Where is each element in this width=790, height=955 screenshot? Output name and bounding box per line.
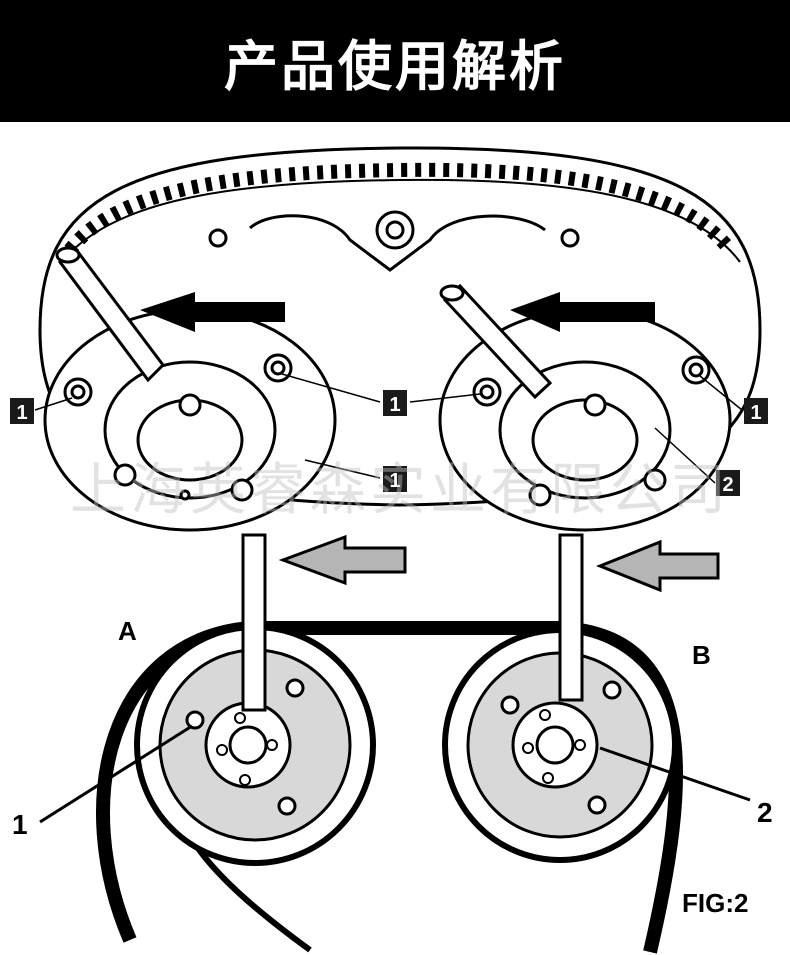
timing-diagram: 1 1 1 1 2 [10,146,773,954]
callout-1-right: 1 [750,402,761,424]
pulley-diagram [39,533,751,954]
callout-leaders [34,373,743,484]
arrow-left-icon [510,292,655,332]
arrow-left-icon [595,539,720,593]
page-title: 产品使用解析 [224,34,566,98]
label-1: 1 [12,809,28,840]
arrow-left-icon [278,534,407,586]
callout-boxes: 1 1 1 1 2 [10,390,768,496]
label-b: B [692,640,711,670]
pulley-labels: A B 1 2 FIG:2 [12,616,773,918]
arrow-left-icon [140,292,285,332]
figure-caption: FIG:2 [682,888,748,918]
engine-top-view [38,146,762,532]
callout-1-left: 1 [16,402,27,424]
rotation-arrows-black [140,292,655,332]
direction-arrows-gray [278,534,720,593]
callout-1-center: 1 [389,394,400,416]
label-2: 2 [757,797,773,828]
callout-2-right: 2 [722,474,733,496]
label-a: A [118,616,137,646]
callout-1-lower: 1 [389,470,400,492]
title-bar: 产品使用解析 [0,0,790,122]
